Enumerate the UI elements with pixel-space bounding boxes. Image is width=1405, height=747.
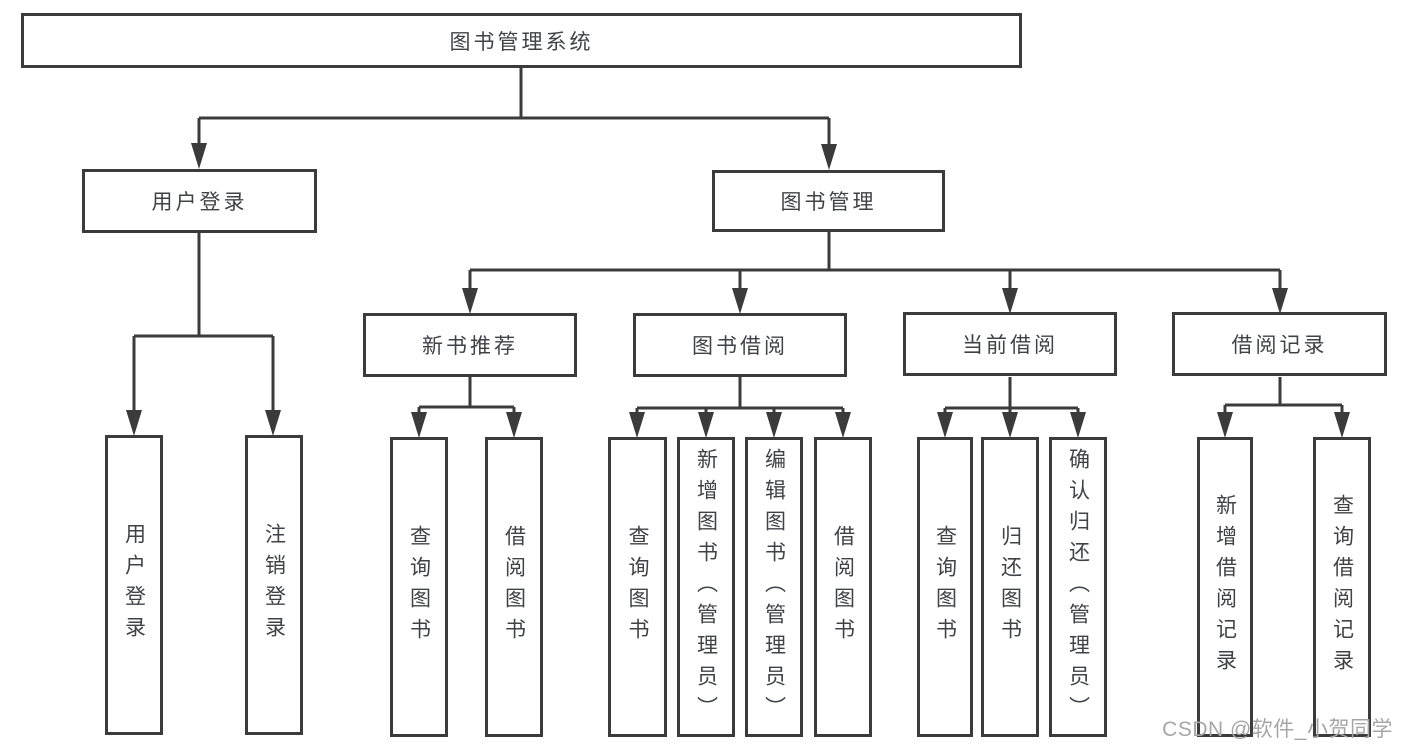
- leaf-borrow-books-1: 借阅图书: [485, 437, 543, 737]
- node-new-book-recommend-label: 新书推荐: [422, 335, 518, 358]
- leaf-query-books-2: 查询图书: [608, 437, 667, 737]
- leaf-query-books-2-label: 查询图书: [626, 525, 649, 649]
- leaf-confirm-return-admin: 确认归还（管理员）: [1049, 437, 1107, 737]
- node-new-book-recommend: 新书推荐: [363, 313, 577, 377]
- node-root-label: 图书管理系统: [449, 30, 594, 54]
- leaf-logout-label: 注销登录: [262, 523, 286, 647]
- leaf-edit-books-admin-label: 编辑图书（管理员）: [762, 447, 786, 727]
- node-root: 图书管理系统: [21, 13, 1022, 68]
- leaf-edit-books-admin: 编辑图书（管理员）: [745, 437, 803, 737]
- arrowhead: [1070, 412, 1086, 438]
- connector-new-books-to-leaves: [417, 377, 516, 428]
- node-book-management: 图书管理: [712, 170, 945, 232]
- arrowhead: [506, 412, 522, 438]
- arrowhead: [835, 412, 851, 438]
- leaf-user-login: 用户登录: [105, 435, 163, 735]
- leaf-borrow-books-2: 借阅图书: [814, 437, 872, 737]
- leaf-borrow-books-1-label: 借阅图书: [502, 525, 526, 649]
- arrowhead: [1002, 412, 1018, 438]
- leaf-query-borrow-record: 查询借阅记录: [1313, 437, 1371, 737]
- leaf-add-borrow-record-label: 新增借阅记录: [1213, 494, 1237, 680]
- arrowhead: [462, 288, 478, 314]
- arrowhead: [1272, 288, 1288, 314]
- leaf-add-books-admin: 新增图书（管理员）: [677, 437, 735, 737]
- node-user-login: 用户登录: [82, 169, 317, 233]
- leaf-logout: 注销登录: [245, 435, 303, 735]
- connector-borrow-records-to-leaves: [1223, 377, 1344, 428]
- connector-book-borrow-to-leaves: [635, 377, 845, 428]
- arrowhead: [1334, 412, 1350, 438]
- leaf-query-borrow-record-label: 查询借阅记录: [1330, 494, 1354, 680]
- leaf-borrow-books-2-label: 借阅图书: [831, 525, 855, 649]
- arrowhead: [411, 412, 427, 438]
- leaf-query-books-1: 查询图书: [390, 437, 448, 737]
- leaf-user-login-label: 用户登录: [122, 523, 146, 647]
- csdn-watermark: CSDN @软件_小贺同学: [1162, 718, 1393, 741]
- leaf-return-books-label: 归还图书: [998, 525, 1022, 649]
- node-book-management-label: 图书管理: [780, 191, 877, 214]
- leaf-add-borrow-record: 新增借阅记录: [1197, 437, 1253, 737]
- arrowhead: [732, 288, 748, 314]
- arrowhead: [629, 412, 645, 438]
- leaf-add-books-admin-label: 新增图书（管理员）: [694, 447, 718, 727]
- arrowhead: [1217, 412, 1233, 438]
- arrowhead: [126, 410, 142, 436]
- arrowhead: [766, 412, 782, 438]
- connector-user-login-to-leaves: [132, 233, 275, 428]
- arrowhead: [191, 143, 207, 169]
- connector-book-mgmt-to-level3: [468, 232, 1282, 304]
- arrowhead: [265, 410, 281, 436]
- node-current-borrowing-label: 当前借阅: [962, 334, 1058, 357]
- node-user-login-label: 用户登录: [151, 191, 248, 214]
- node-borrow-records-label: 借阅记录: [1231, 334, 1328, 357]
- arrowhead: [937, 412, 953, 438]
- connector-root-to-level2: [197, 68, 831, 160]
- leaf-confirm-return-admin-label: 确认归还（管理员）: [1066, 447, 1090, 727]
- arrowhead: [821, 144, 837, 170]
- arrowhead: [1002, 288, 1018, 314]
- node-book-borrowing: 图书借阅: [633, 313, 847, 377]
- leaf-query-books-3-label: 查询图书: [933, 525, 957, 649]
- leaf-query-books-3: 查询图书: [917, 437, 973, 737]
- node-current-borrowing: 当前借阅: [903, 312, 1117, 376]
- leaf-return-books: 归还图书: [981, 437, 1039, 737]
- node-book-borrowing-label: 图书借阅: [692, 335, 788, 358]
- arrowhead: [698, 412, 714, 438]
- node-borrow-records: 借阅记录: [1172, 312, 1387, 376]
- leaf-query-books-1-label: 查询图书: [407, 525, 431, 649]
- arrowheads: [126, 143, 1350, 438]
